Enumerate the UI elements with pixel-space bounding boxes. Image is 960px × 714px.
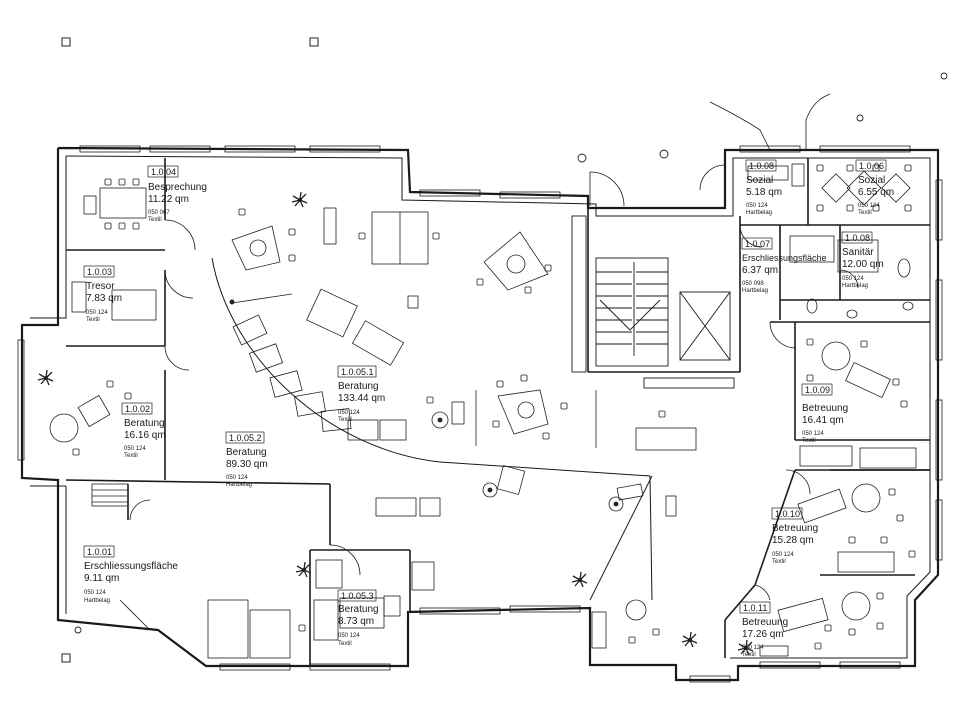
svg-text:1.0.03: 1.0.03 [87,267,112,277]
svg-text:Sanitär: Sanitär [842,247,874,258]
svg-text:050 124: 050 124 [742,645,764,651]
svg-text:1.0.05.1: 1.0.05.1 [341,367,374,377]
svg-text:Textil: Textil [338,641,352,647]
room-label: 1.0.02 Beratung 16.16 qm 050 124 Textil [121,402,166,459]
svg-text:8.73 qm: 8.73 qm [338,616,374,627]
svg-text:Hartbelag: Hartbelag [84,598,110,604]
svg-text:050 098: 050 098 [742,281,764,287]
svg-text:Betreuung: Betreuung [802,403,848,414]
svg-text:1.0.11: 1.0.11 [743,603,767,613]
svg-text:050 124: 050 124 [86,310,108,316]
svg-text:Textil: Textil [148,217,162,223]
svg-text:Erschliessungsfläche: Erschliessungsfläche [742,253,827,263]
outer-walls [20,146,940,682]
svg-text:Betreuung: Betreuung [742,617,788,628]
svg-text:16.41 qm: 16.41 qm [802,415,844,426]
room-label: 1.0.07 Erschliessungsfläche 6.37 qm 050 … [741,237,827,294]
svg-text:1.0.06: 1.0.06 [859,161,884,171]
svg-text:Hartbelag: Hartbelag [742,288,768,294]
svg-text:Hartbelag: Hartbelag [746,210,772,216]
svg-text:050 067: 050 067 [148,210,170,216]
svg-text:11.22 qm: 11.22 qm [148,194,189,205]
room-label: 1.0.06 Sozial 6.55 qm 050 124 Textil [855,159,894,216]
interior-walls [65,158,930,666]
svg-text:1.0.10: 1.0.10 [775,509,800,519]
svg-text:Tresor: Tresor [86,281,115,292]
svg-text:5.18 qm: 5.18 qm [746,187,782,198]
svg-text:1.0.04: 1.0.04 [151,167,176,177]
furniture [49,163,917,659]
svg-text:1.0.08: 1.0.08 [845,233,870,243]
room-label: 1.0.04 Besprechung 11.22 qm 050 067 Text… [147,165,207,223]
svg-text:1.0.05.2: 1.0.05.2 [229,433,262,443]
svg-text:050 124: 050 124 [858,203,880,209]
svg-text:1.0.08: 1.0.08 [749,161,774,171]
svg-text:Textil: Textil [772,559,786,565]
svg-text:17.26 qm: 17.26 qm [742,629,784,640]
svg-text:Hartbelag: Hartbelag [842,283,868,289]
room-label: 1.0.05.1 Beratung 133.44 qm 050 124 Text… [337,365,385,423]
svg-text:Sozial: Sozial [858,175,885,186]
svg-text:16.16 qm: 16.16 qm [124,430,166,441]
room-label: 1.0.10 Betreuung 15.28 qm 050 124 Textil [771,507,818,565]
svg-text:1.0.07: 1.0.07 [745,239,770,249]
room-label: 1.0.09 Betreuung 16.41 qm 050 124 Textil [801,383,848,444]
room-label: 1.0.08 Sanitär 12.00 qm 050 124 Hartbela… [841,231,884,289]
svg-text:Betreuung: Betreuung [772,523,818,534]
svg-text:Textil: Textil [124,453,138,459]
curved-partition [211,257,653,601]
svg-text:Textil: Textil [338,417,352,423]
svg-text:Textil: Textil [802,438,816,444]
svg-text:Beratung: Beratung [124,418,165,429]
svg-text:6.55 qm: 6.55 qm [858,187,894,198]
columns [74,72,948,634]
svg-text:Hartbelag: Hartbelag [226,482,252,488]
window-marks [17,145,943,683]
frame-markers [61,37,319,663]
diagonal-partition [589,475,653,601]
svg-text:050 124: 050 124 [802,431,824,437]
doors [119,93,859,631]
room-label: 1.0.03 Tresor 7.83 qm 050 124 Textil [83,265,122,323]
room-label: 1.0.05.2 Beratung 89.30 qm 050 124 Hartb… [225,431,268,488]
svg-text:133.44 qm: 133.44 qm [338,393,385,404]
svg-text:12.00 qm: 12.00 qm [842,259,884,270]
svg-text:Textil: Textil [86,317,100,323]
svg-text:Beratung: Beratung [226,447,267,458]
svg-text:1.0.02: 1.0.02 [125,404,150,414]
svg-text:Sozial: Sozial [746,175,773,186]
svg-text:1.0.05.3: 1.0.05.3 [341,591,374,601]
svg-text:050 124: 050 124 [842,276,864,282]
svg-text:Erschliessungsfläche: Erschliessungsfläche [84,561,178,572]
svg-text:050 124: 050 124 [124,446,146,452]
svg-text:050 124: 050 124 [772,552,794,558]
svg-text:050 124: 050 124 [84,590,106,596]
room-label: 1.0.11 Betreuung 17.26 qm 050 124 Textil [739,601,788,658]
room-labels: 1.0.04 Besprechung 11.22 qm 050 067 Text… [83,159,894,658]
stair-core [571,215,735,389]
svg-text:1.0.09: 1.0.09 [805,385,830,395]
svg-text:050 124: 050 124 [226,475,248,481]
svg-text:7.83 qm: 7.83 qm [86,293,122,304]
room-label: 1.0.01 Erschliessungsfläche 9.11 qm 050 … [83,545,178,604]
svg-text:6.37 qm: 6.37 qm [742,265,778,276]
svg-text:9.11 qm: 9.11 qm [84,573,119,584]
svg-text:050 124: 050 124 [338,410,360,416]
room-label: 1.0.05.3 Beratung 8.73 qm 050 124 Textil [337,589,379,647]
room-label: 1.0.08 Sozial 5.18 qm 050 124 Hartbelag [745,159,782,216]
svg-text:050 124: 050 124 [338,633,360,639]
svg-text:050 124: 050 124 [746,203,768,209]
svg-text:Besprechung: Besprechung [148,182,207,193]
svg-text:15.28 qm: 15.28 qm [772,535,814,546]
svg-text:Textil: Textil [858,210,872,216]
svg-text:Beratung: Beratung [338,604,379,615]
svg-text:89.30 qm: 89.30 qm [226,459,268,470]
svg-text:Textil: Textil [742,652,756,658]
svg-text:Beratung: Beratung [338,381,379,392]
svg-text:1.0.01: 1.0.01 [87,547,112,557]
